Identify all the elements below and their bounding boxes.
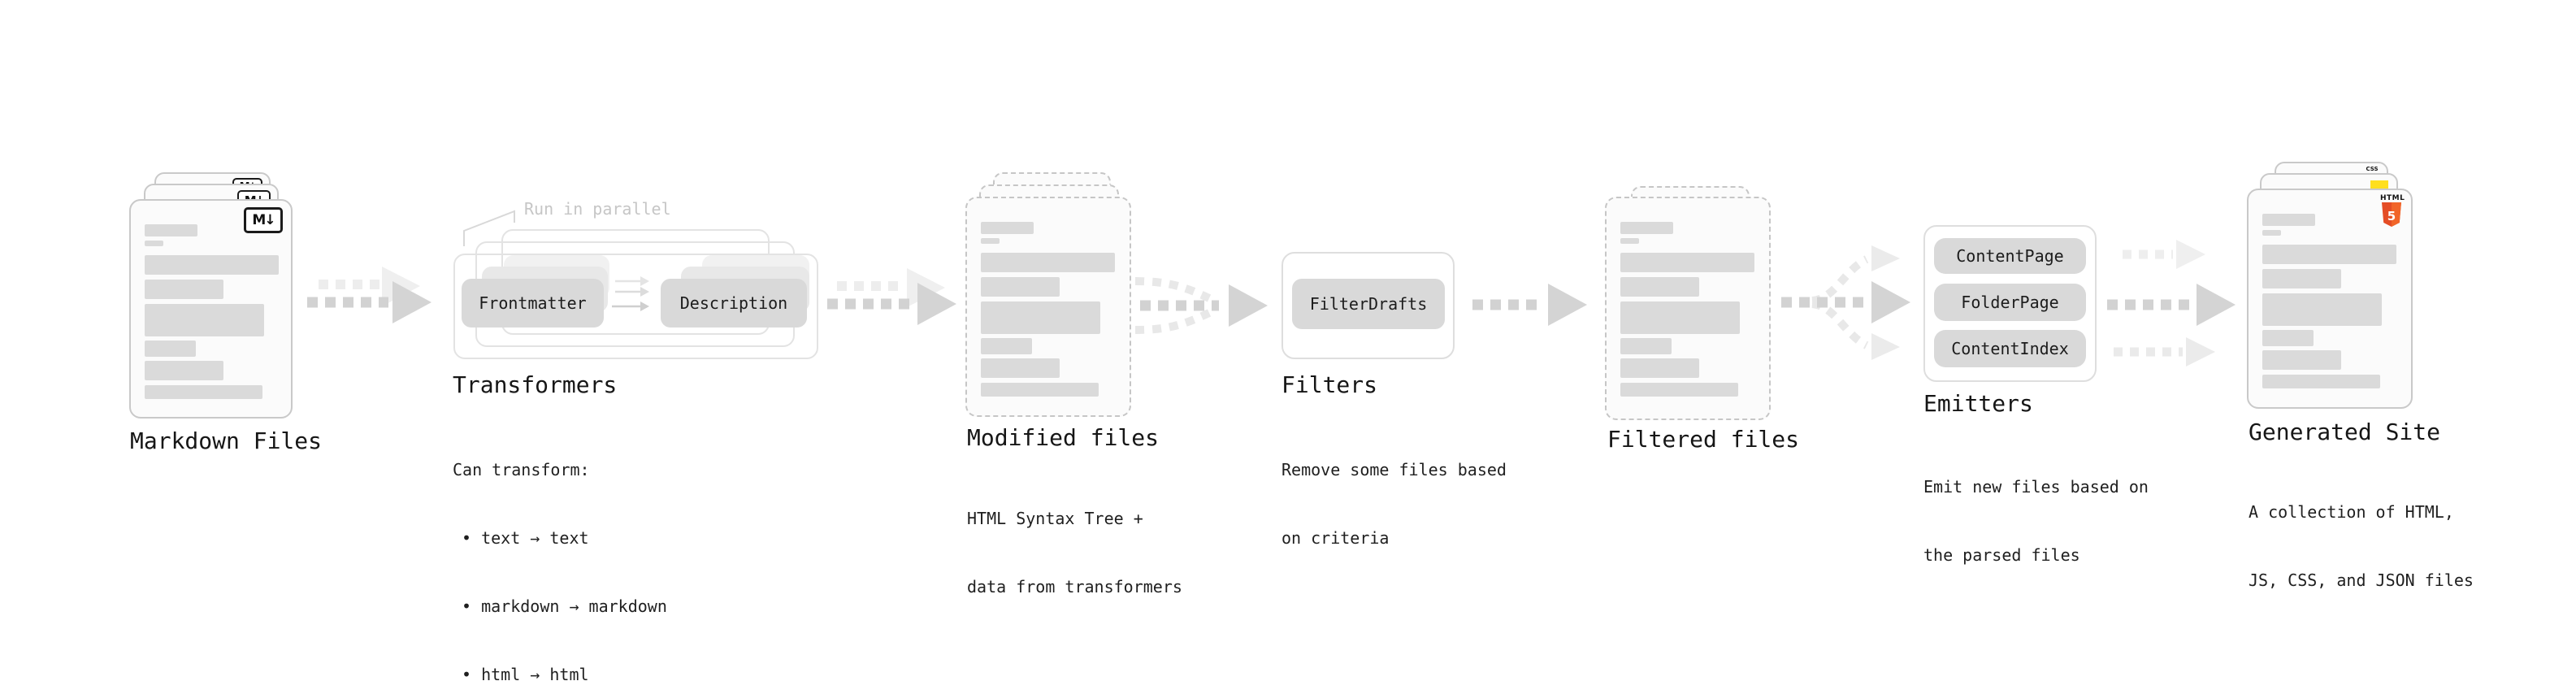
- filters-title: Filters: [1281, 371, 1378, 398]
- file-content-placeholder: [1620, 222, 1754, 397]
- placeholder-bar: [1620, 358, 1699, 378]
- transformer-run-box-front: [453, 254, 818, 359]
- file-content-placeholder: [981, 222, 1115, 397]
- modified-files-description: HTML Syntax Tree + data from transformer…: [967, 462, 1182, 644]
- placeholder-bar: [981, 222, 1034, 234]
- filtered-files-title: Filtered files: [1607, 426, 1800, 453]
- placeholder-bar: [981, 338, 1032, 354]
- folderpage-pill-label: FolderPage: [1961, 293, 2059, 312]
- placeholder-bar: [1620, 238, 1639, 244]
- frontmatter-pill: Frontmatter: [462, 279, 604, 327]
- modified-files-desc-line: HTML Syntax Tree +: [967, 509, 1143, 528]
- filters-description: Remove some files based on criteria: [1281, 413, 1507, 595]
- transform-bullet: • text → text: [462, 528, 589, 548]
- placeholder-bar: [2262, 214, 2315, 226]
- emitters-description: Emit new files based on the parsed files: [1923, 430, 2149, 612]
- file-content-placeholder: [2262, 214, 2396, 388]
- transformers-description: Can transform: • text → text • markdown …: [453, 413, 667, 681]
- arrow-emitters-to-generated: [2107, 240, 2236, 367]
- description-pill: Description: [661, 279, 807, 327]
- filters-desc-line: Remove some files based: [1281, 460, 1507, 479]
- placeholder-bar: [981, 253, 1115, 272]
- generated-site-description: A collection of HTML, JS, CSS, and JSON …: [2249, 455, 2474, 637]
- placeholder-bar: [2262, 245, 2396, 264]
- placeholder-bar: [145, 224, 197, 236]
- placeholder-bar: [981, 301, 1100, 334]
- html5-badge: HTML 5: [2380, 194, 2405, 230]
- can-transform-heading: Can transform:: [453, 460, 590, 479]
- generated-file-card-front: HTML 5: [2247, 189, 2413, 409]
- modified-files-title: Modified files: [967, 424, 1160, 451]
- arrow-markdown-to-transformers: [307, 267, 432, 323]
- placeholder-bar: [981, 238, 1000, 244]
- arrow-filtered-to-emitters: [1781, 245, 1910, 360]
- folderpage-pill: FolderPage: [1934, 284, 2086, 321]
- file-content-placeholder: [145, 224, 279, 399]
- contentindex-pill: ContentIndex: [1934, 330, 2086, 367]
- placeholder-bar: [1620, 301, 1740, 334]
- filters-desc-line: on criteria: [1281, 528, 1390, 548]
- placeholder-bar: [1620, 222, 1673, 234]
- placeholder-bar: [1620, 253, 1754, 272]
- markdown-files-title: Markdown Files: [130, 427, 323, 454]
- transform-bullet: • markdown → markdown: [462, 596, 667, 616]
- contentpage-pill: ContentPage: [1934, 238, 2086, 274]
- html5-badge-number: 5: [2387, 209, 2396, 223]
- html5-shield-icon: 5: [2382, 202, 2401, 227]
- placeholder-bar: [981, 383, 1099, 397]
- arrow-filters-to-filtered: [1472, 284, 1587, 326]
- placeholder-bar: [145, 340, 196, 357]
- frontmatter-pill-label: Frontmatter: [479, 293, 587, 313]
- placeholder-bar: [1620, 338, 1672, 354]
- placeholder-bar: [981, 358, 1060, 378]
- transformers-title: Transformers: [453, 371, 618, 398]
- generated-site-desc-line: A collection of HTML,: [2249, 502, 2454, 522]
- filterdrafts-pill: FilterDrafts: [1292, 279, 1445, 329]
- markdown-badge-text: M↓: [252, 212, 275, 228]
- placeholder-bar: [2262, 350, 2341, 370]
- placeholder-bar: [2262, 375, 2380, 388]
- arrow-transformers-to-modified: [827, 268, 956, 325]
- emitters-desc-line: Emit new files based on: [1923, 477, 2149, 497]
- js-badge: [2370, 180, 2388, 191]
- markdown-file-card-front: M↓: [129, 199, 293, 419]
- emitters-desc-line: the parsed files: [1923, 545, 2080, 565]
- placeholder-bar: [2262, 330, 2314, 346]
- html5-badge-word: HTML: [2380, 194, 2405, 202]
- emitters-title: Emitters: [1923, 390, 2033, 417]
- generated-site-desc-line: JS, CSS, and JSON files: [2249, 570, 2474, 590]
- placeholder-bar: [2262, 230, 2281, 236]
- placeholder-bar: [2262, 269, 2341, 288]
- run-in-parallel-note: Run in parallel: [524, 199, 671, 219]
- placeholder-bar: [1620, 383, 1738, 397]
- contentpage-pill-label: ContentPage: [1956, 246, 2064, 266]
- transform-bullet: • html → html: [462, 665, 589, 681]
- placeholder-bar: [981, 277, 1060, 297]
- placeholder-bar: [145, 255, 279, 275]
- placeholder-bar: [145, 361, 223, 380]
- placeholder-bar: [145, 304, 264, 336]
- placeholder-bar: [2262, 293, 2382, 326]
- modified-file-card-front: [965, 197, 1131, 417]
- markdown-badge: M↓: [244, 207, 283, 233]
- filterdrafts-pill-label: FilterDrafts: [1309, 294, 1428, 314]
- modified-files-desc-line: data from transformers: [967, 577, 1182, 596]
- contentindex-pill-label: ContentIndex: [1951, 339, 2069, 358]
- arrow-modified-to-filters: [1134, 277, 1268, 334]
- placeholder-bar: [145, 241, 163, 246]
- description-pill-label: Description: [679, 293, 788, 313]
- css-badge-text: CSS: [2366, 166, 2379, 172]
- placeholder-bar: [1620, 277, 1699, 297]
- placeholder-bar: [145, 385, 262, 399]
- filtered-file-card-front: [1605, 197, 1771, 420]
- placeholder-bar: [145, 280, 223, 299]
- generated-site-title: Generated Site: [2249, 419, 2441, 445]
